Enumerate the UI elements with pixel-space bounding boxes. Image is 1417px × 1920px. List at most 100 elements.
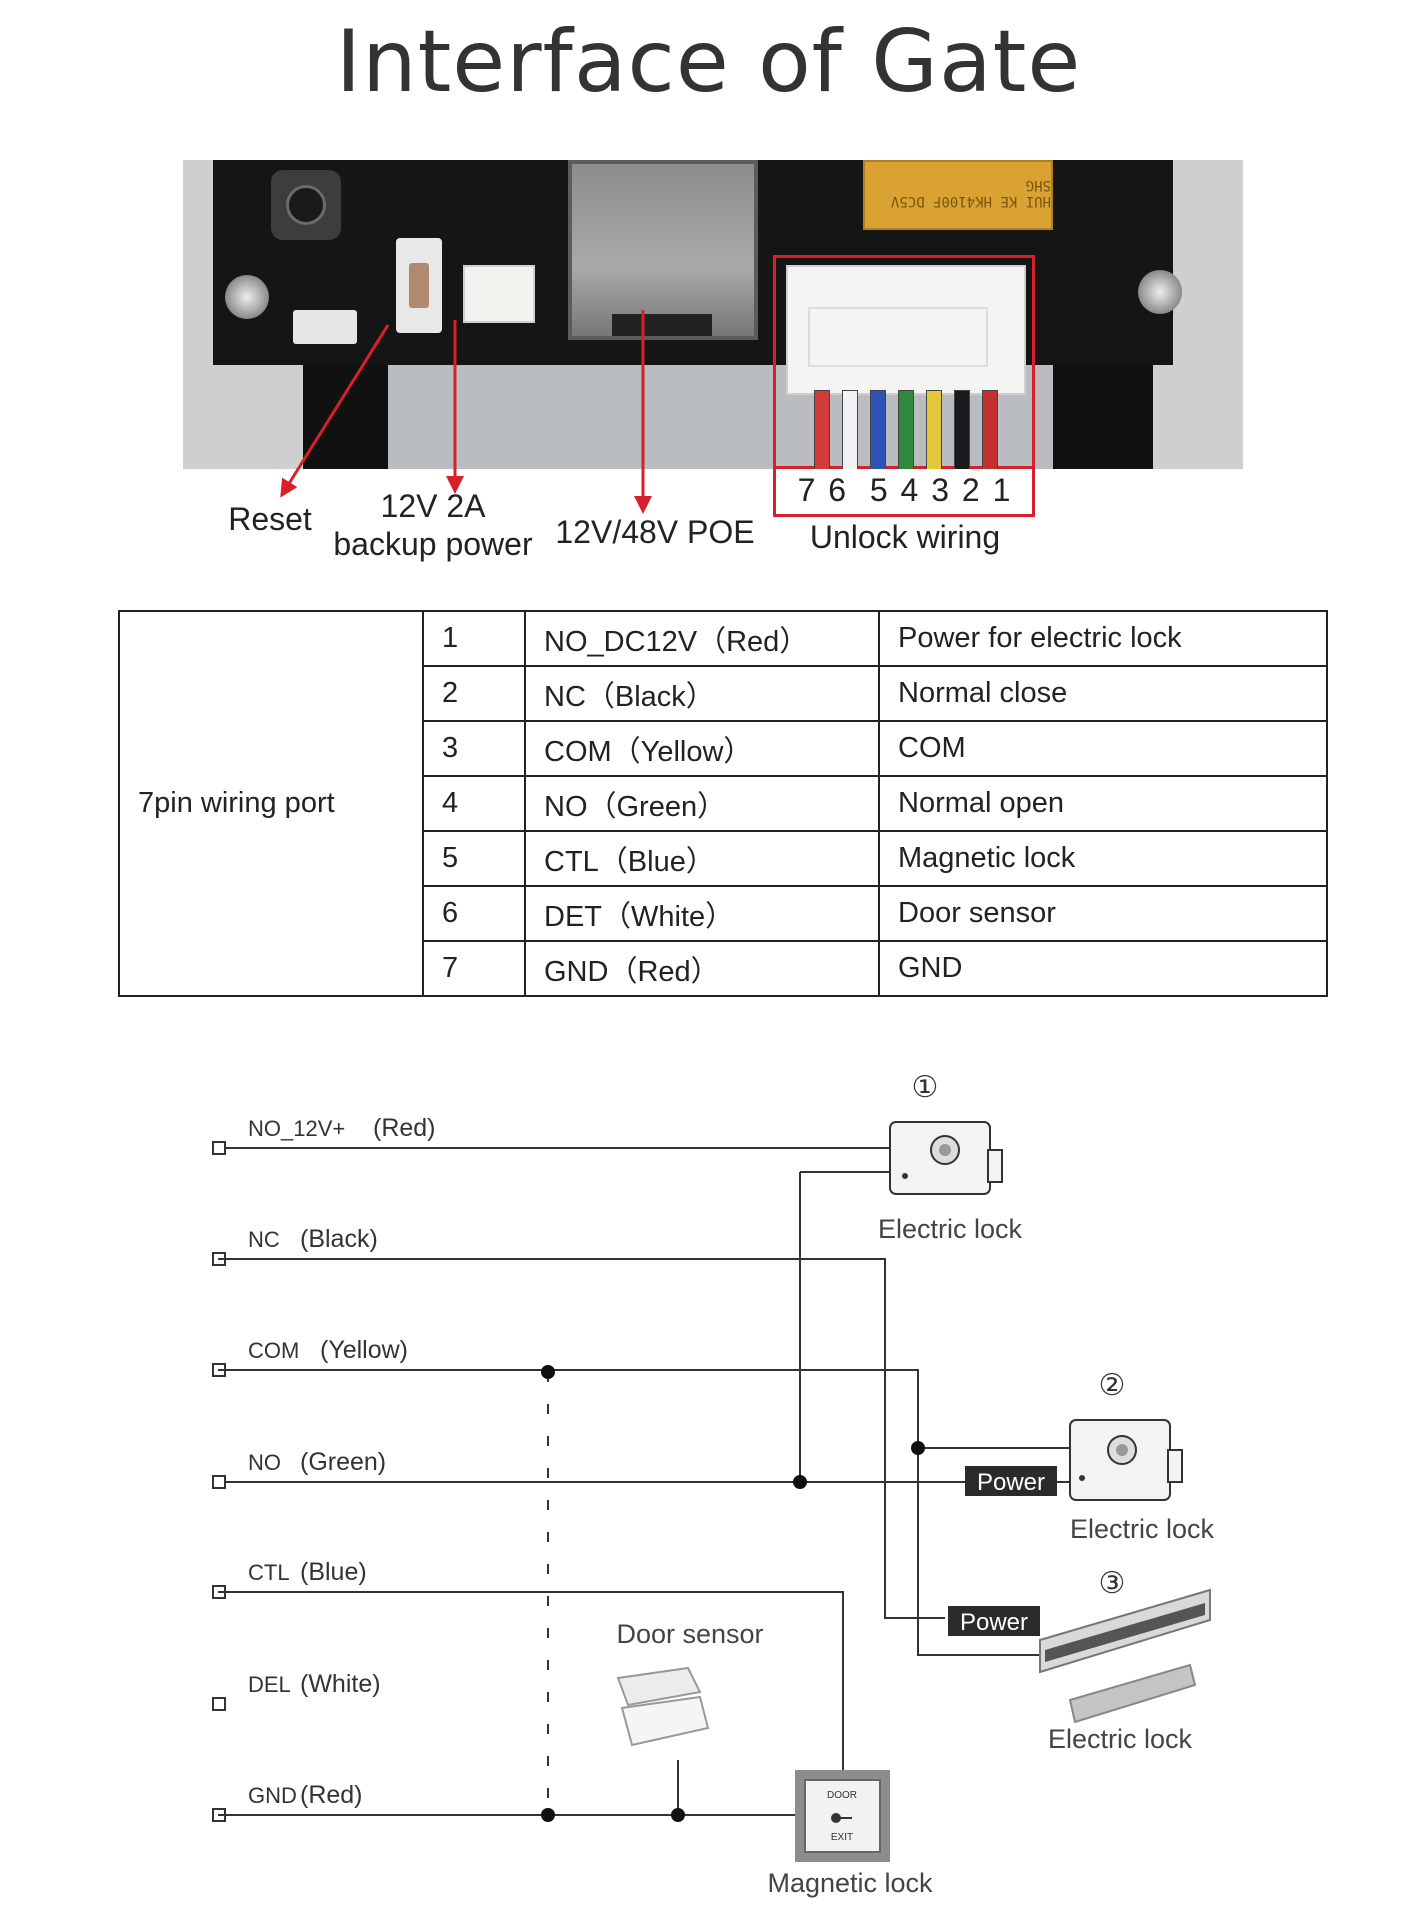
pin-description: Magnetic lock — [878, 830, 1328, 887]
terminal-icon — [212, 1697, 226, 1711]
terminal-code-label: COM — [248, 1338, 299, 1363]
pin-wire: GND（Red） — [524, 940, 880, 997]
pin-number: 6 — [422, 885, 526, 942]
pin-number: 4 — [422, 775, 526, 832]
terminal-icon — [212, 1141, 226, 1155]
wire-strand — [898, 390, 914, 469]
magnetic-lock-label: Magnetic lock — [767, 1868, 933, 1898]
terminal-code-label: CTL — [248, 1560, 290, 1585]
terminal-code-label: NO — [248, 1450, 281, 1475]
screw-icon — [1138, 270, 1182, 314]
exit-button-text-exit: EXIT — [831, 1832, 853, 1843]
wire-strand — [814, 390, 830, 469]
terminal-icon — [212, 1475, 226, 1489]
pin-wire: COM（Yellow） — [524, 720, 880, 777]
terminal-code-label: NO_12V+ — [248, 1116, 345, 1141]
pin-wire: DET（White） — [524, 885, 880, 942]
page-title: Interface of Gate — [335, 12, 1082, 112]
panel-frame-left — [303, 365, 388, 469]
terminal-code-label: DEL — [248, 1672, 291, 1697]
pin-number: 3 — [422, 720, 526, 777]
rj45-port — [568, 160, 758, 340]
reset-switch — [396, 238, 442, 333]
pin-description: Door sensor — [878, 885, 1328, 942]
key-icon — [831, 1813, 841, 1823]
pin-description: GND — [878, 940, 1328, 997]
pin-number: 2 — [422, 665, 526, 722]
reset-arrow — [280, 324, 390, 498]
pin-wire: NC（Black） — [524, 665, 880, 722]
pin-wire: NO_DC12V（Red） — [524, 610, 880, 667]
pin-description: Normal open — [878, 775, 1328, 832]
exit-button-icon: DOOR EXIT — [795, 1770, 890, 1862]
power-label-1: Power — [977, 1469, 1045, 1496]
backup-power-label-line2: backup power — [333, 526, 533, 562]
pin-numbers-label: 7 6 5 4 3 2 1 — [797, 472, 1013, 508]
door-sensor-icon — [616, 1666, 710, 1747]
pin-description: COM — [878, 720, 1328, 777]
pin-number: 5 — [422, 830, 526, 887]
reset-connector — [293, 310, 357, 344]
pin-description: Normal close — [878, 665, 1328, 722]
electric-lock-3-label: Electric lock — [1048, 1724, 1193, 1754]
terminal-code-label: NC — [248, 1227, 280, 1252]
unlock-wiring-label: Unlock wiring — [809, 519, 1001, 555]
pin-wire: CTL（Blue） — [524, 830, 880, 887]
exit-button-text-door: DOOR — [827, 1790, 857, 1801]
electric-lock-3-icon — [1039, 1588, 1211, 1724]
pin-number: 1 — [422, 610, 526, 667]
junction-dot — [671, 1808, 685, 1822]
electric-lock-2-label: Electric lock — [1070, 1514, 1215, 1544]
inductor — [271, 170, 341, 240]
terminal-color-label: (Yellow) — [320, 1336, 408, 1364]
screw-icon — [225, 275, 269, 319]
circle-number-2: ② — [1099, 1368, 1126, 1403]
wire-strand — [926, 390, 942, 469]
electric-lock-1-label: Electric lock — [878, 1214, 1023, 1244]
terminal-code-label: GND — [248, 1783, 297, 1808]
wire-strand — [982, 390, 998, 469]
reset-label: Reset — [228, 501, 312, 537]
electric-lock-2-icon — [1069, 1419, 1183, 1501]
electric-lock-1-icon — [889, 1121, 1003, 1195]
junction-dot — [911, 1441, 925, 1455]
pcb-photo: HUI KE HK4100F DC5V SHG — [183, 160, 1243, 469]
unlock-wiring-label-box — [773, 469, 1035, 517]
panel-frame-right — [1053, 365, 1153, 469]
photo-arrows — [280, 310, 652, 514]
port-label: 7pin wiring port — [118, 610, 424, 997]
terminal-color-label: (White) — [300, 1670, 381, 1698]
wire-strand — [954, 390, 970, 469]
terminal-color-label: (Green) — [300, 1448, 386, 1476]
pin-wire: NO（Green） — [524, 775, 880, 832]
junction-dot — [541, 1365, 555, 1379]
pin-description: Power for electric lock — [878, 610, 1328, 667]
backup-power-label-line1: 12V 2A — [380, 488, 486, 524]
wire-strand — [842, 390, 858, 469]
terminal-color-label: (Red) — [373, 1114, 436, 1142]
pin-number: 7 — [422, 940, 526, 997]
junction-dot — [541, 1808, 555, 1822]
terminal-color-label: (Black) — [300, 1225, 378, 1253]
junction-dot — [793, 1475, 807, 1489]
backup-power-connector — [463, 265, 535, 323]
power-tag-1 — [965, 1466, 1057, 1496]
door-sensor-label: Door sensor — [616, 1619, 763, 1649]
circle-number-3: ③ — [1099, 1566, 1126, 1601]
terminal-color-label: (Red) — [300, 1781, 363, 1809]
relay: HUI KE HK4100F DC5V SHG — [863, 160, 1053, 230]
nc-to-lock3-wire — [218, 1258, 945, 1619]
com-to-lock3-wire — [218, 1369, 1050, 1656]
circuit-board: HUI KE HK4100F DC5V SHG — [213, 160, 1173, 365]
power-label-2: Power — [960, 1609, 1028, 1636]
poe-label: 12V/48V POE — [555, 514, 755, 550]
ctl-to-exit-wire — [218, 1591, 844, 1770]
